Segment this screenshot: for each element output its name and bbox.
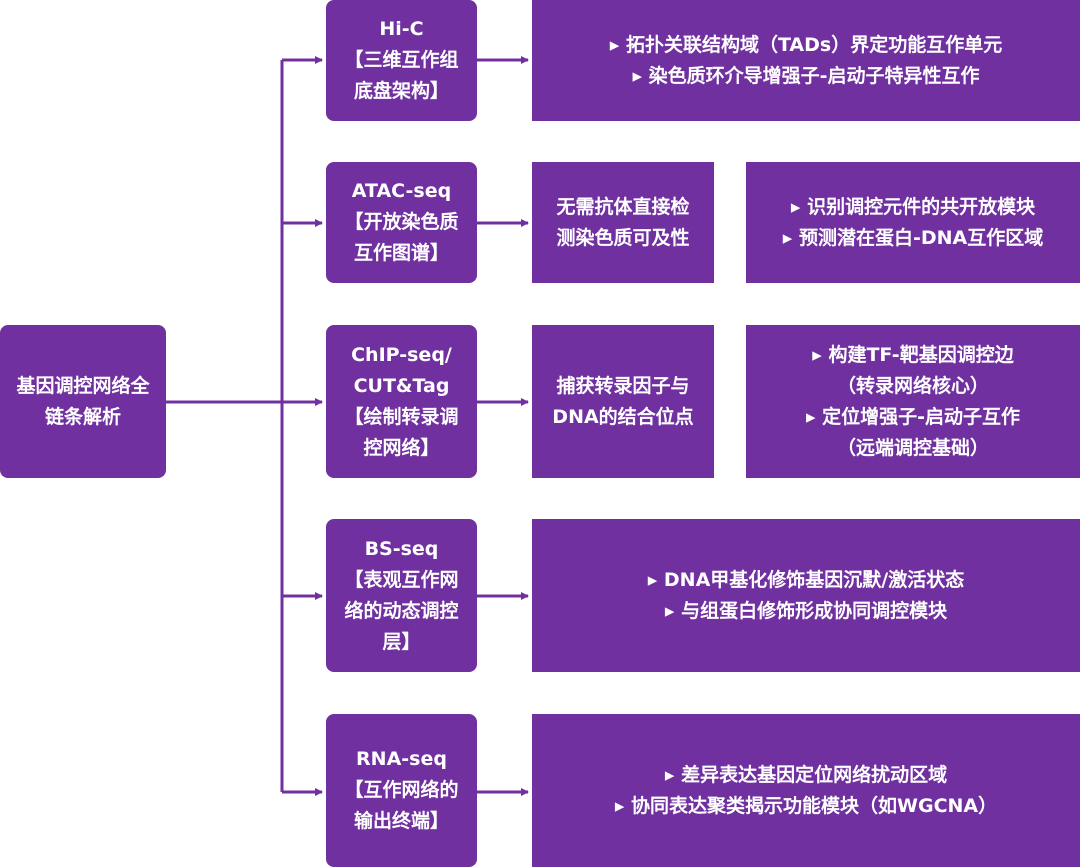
- bullet-item: ▸ 预测潜在蛋白-DNA互作区域: [782, 226, 1044, 249]
- bullet-note: （远端调控基础）: [836, 436, 989, 459]
- method-bs-line: 络的动态调控: [344, 599, 459, 622]
- method-hic-line: 底盘架构】: [353, 80, 449, 102]
- method-chip-line: CUT&Tag: [353, 374, 450, 397]
- root-node: 基因调控网络全 链条解析: [0, 325, 166, 478]
- method-bs-line: 【表观互作网: [344, 568, 459, 591]
- method-chip-line: ChIP-seq/: [351, 343, 452, 366]
- method-hic: Hi-C 【三维互作组 底盘架构】: [326, 0, 477, 121]
- bullets-chip: ▸ 构建TF-靶基因调控边 （转录网络核心） ▸ 定位增强子-启动子互作 （远端…: [746, 325, 1080, 478]
- desc-atac-line: 无需抗体直接检: [556, 195, 690, 218]
- desc-atac: 无需抗体直接检 测染色质可及性: [532, 162, 714, 283]
- bullet-item: ▸ 拓扑关联结构域（TADs）界定功能互作单元: [609, 33, 1003, 56]
- method-atac-line: 互作图谱】: [353, 242, 449, 264]
- bullet-item: ▸ 染色质环介导增强子-启动子特异性互作: [632, 64, 980, 87]
- method-bs: BS-seq 【表观互作网 络的动态调控 层】: [326, 519, 477, 672]
- bullet-item: ▸ 定位增强子-启动子互作: [805, 405, 1021, 428]
- method-hic-line: 【三维互作组: [344, 49, 459, 71]
- bullet-item: ▸ 与组蛋白修饰形成协同调控模块: [664, 599, 948, 622]
- method-rna-line: RNA-seq: [356, 748, 447, 770]
- bullets-bs: ▸ DNA甲基化修饰基因沉默/激活状态 ▸ 与组蛋白修饰形成协同调控模块: [532, 519, 1080, 672]
- bullets-hic: ▸ 拓扑关联结构域（TADs）界定功能互作单元 ▸ 染色质环介导增强子-启动子特…: [532, 0, 1080, 121]
- bullets-atac: ▸ 识别调控元件的共开放模块 ▸ 预测潜在蛋白-DNA互作区域: [746, 162, 1080, 283]
- root-line-1: 基因调控网络全: [16, 374, 150, 397]
- desc-chip-line: 捕获转录因子与: [556, 374, 690, 397]
- bullets-rna: ▸ 差异表达基因定位网络扰动区域 ▸ 协同表达聚类揭示功能模块（如WGCNA）: [532, 714, 1080, 867]
- desc-chip: 捕获转录因子与 DNA的结合位点: [532, 325, 714, 478]
- method-chip-line: 控网络】: [363, 436, 440, 459]
- bullet-item: ▸ 识别调控元件的共开放模块: [790, 195, 1036, 218]
- method-atac: ATAC-seq 【开放染色质 互作图谱】: [326, 162, 477, 283]
- bullet-note: （转录网络核心）: [836, 374, 989, 397]
- bullet-item: ▸ DNA甲基化修饰基因沉默/激活状态: [647, 568, 965, 591]
- method-rna-line: 输出终端】: [353, 810, 449, 832]
- method-atac-line: ATAC-seq: [351, 180, 452, 202]
- root-line-2: 链条解析: [44, 405, 121, 428]
- method-rna-line: 【互作网络的: [344, 779, 459, 801]
- method-bs-line: 层】: [382, 630, 421, 653]
- method-hic-line: Hi-C: [379, 18, 424, 40]
- desc-chip-line: DNA的结合位点: [552, 405, 694, 428]
- method-atac-line: 【开放染色质: [344, 211, 459, 233]
- bullet-item: ▸ 协同表达聚类揭示功能模块（如WGCNA）: [614, 794, 998, 817]
- method-chip: ChIP-seq/ CUT&Tag 【绘制转录调 控网络】: [326, 325, 477, 478]
- bullet-item: ▸ 差异表达基因定位网络扰动区域: [664, 763, 948, 786]
- method-bs-line: BS-seq: [364, 537, 439, 560]
- method-chip-line: 【绘制转录调: [344, 405, 459, 428]
- desc-atac-line: 测染色质可及性: [556, 226, 690, 249]
- method-rna: RNA-seq 【互作网络的 输出终端】: [326, 714, 477, 867]
- bullet-item: ▸ 构建TF-靶基因调控边: [812, 343, 1014, 366]
